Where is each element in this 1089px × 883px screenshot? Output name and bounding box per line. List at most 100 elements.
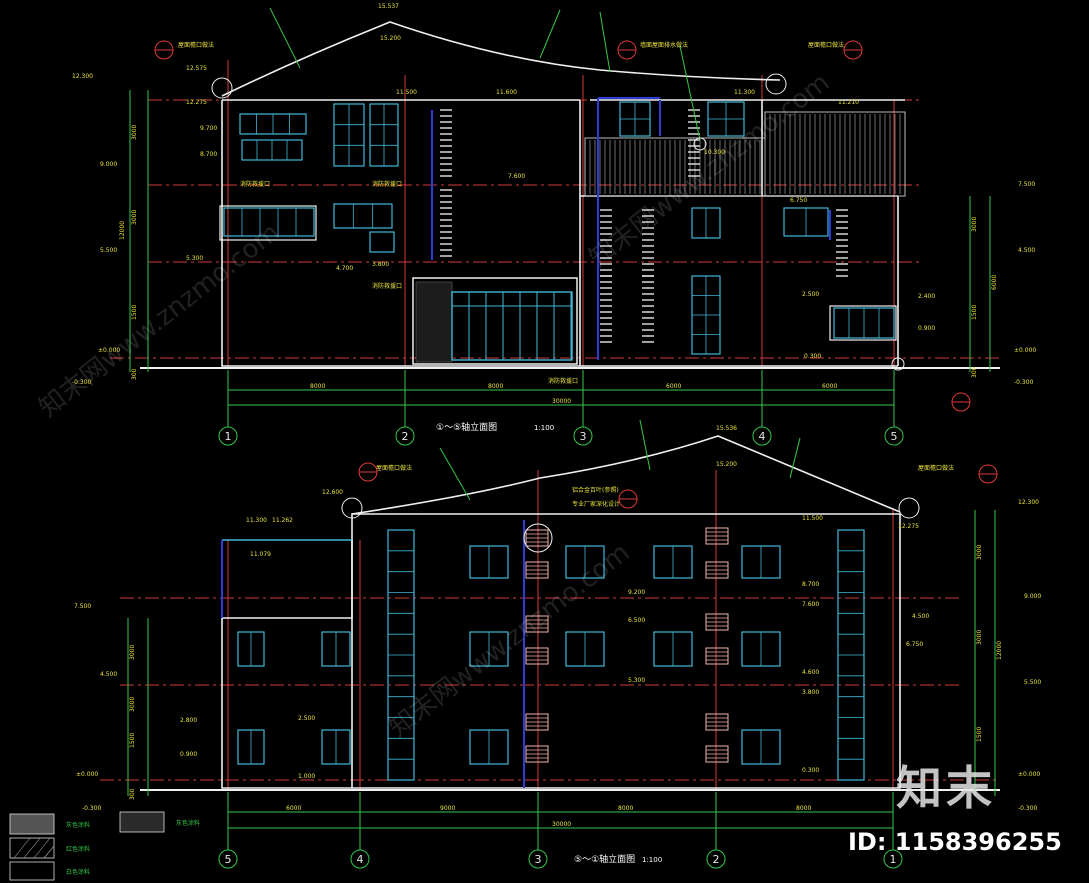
top-callout-2: 墙面屋面排水做法 <box>640 41 688 49</box>
legend-label-1: 灰色涂料 <box>66 821 90 829</box>
top-mark-12: 0.900 <box>918 325 935 332</box>
bottom-left-level-1: 7.500 <box>74 603 91 610</box>
bottom-left-level-2: 4.500 <box>100 671 117 678</box>
top-left-dim-2: 3000 <box>131 210 138 225</box>
top-louvres <box>440 109 848 343</box>
top-axis-bubble <box>752 426 772 446</box>
top-axis-label: 5 <box>891 430 898 443</box>
bottom-mark-4: 11.300 <box>246 517 267 524</box>
bottom-callout-4: 屋面檐口做法 <box>918 464 954 472</box>
bottom-left-dim-4: 300 <box>129 788 136 800</box>
top-axis-bubble <box>395 426 415 446</box>
callout-balloons <box>154 40 998 553</box>
drawing-id: ID: 1158396255 <box>848 828 1062 856</box>
bottom-span-1: 6000 <box>286 805 301 812</box>
top-left-level-5: -0.300 <box>72 379 92 386</box>
bottom-mark-14: 2.500 <box>298 715 315 722</box>
top-left-level-2: 9.000 <box>100 161 117 168</box>
bottom-mark-6: 11.079 <box>250 551 271 558</box>
top-scale: 1:100 <box>534 424 554 432</box>
bottom-mark-13: 3.800 <box>802 689 819 696</box>
top-mark-1: 12.575 <box>186 65 207 72</box>
bottom-left-level-4: -0.300 <box>82 805 102 812</box>
bottom-axis-bubble <box>528 849 548 869</box>
top-axis-label: 3 <box>580 430 587 443</box>
top-ridge-level-1: 15.537 <box>378 3 399 10</box>
bottom-mark-5: 11.262 <box>272 517 293 524</box>
top-mark-13: 0.300 <box>804 353 821 360</box>
top-mark-10: 3.800 <box>372 261 389 268</box>
top-span-4: 6000 <box>822 383 837 390</box>
top-mark-14: 6.750 <box>790 197 807 204</box>
bottom-right-level-5: -0.300 <box>1018 805 1038 812</box>
top-ridge-level-2: 15.200 <box>380 35 401 42</box>
bottom-building-outline <box>140 435 1000 791</box>
legend-swatch-grey-2 <box>119 811 165 833</box>
top-axis-label: 4 <box>759 430 766 443</box>
bottom-right-level-2: 9.000 <box>1024 593 1041 600</box>
top-left-dim-4: 300 <box>131 368 138 380</box>
top-callout-1: 屋面檐口做法 <box>178 41 214 49</box>
top-mark-9: 4.700 <box>336 265 353 272</box>
top-left-level-4: ±0.000 <box>98 347 120 354</box>
top-note-1: 消防救援口 <box>240 180 270 188</box>
bottom-right-level-1: 12.300 <box>1018 499 1039 506</box>
bottom-axis-label: 2 <box>713 853 720 866</box>
bottom-axis-bubble <box>883 849 903 869</box>
top-right-dim-2: 1500 <box>971 305 978 320</box>
top-window <box>223 207 315 237</box>
top-axis-label: 1 <box>225 430 232 443</box>
top-span-1: 8000 <box>310 383 325 390</box>
bottom-vents <box>525 527 729 763</box>
bottom-right-level-3: 5.500 <box>1024 679 1041 686</box>
bottom-mark-18: 2.800 <box>180 717 197 724</box>
legend-swatch-red <box>9 837 55 859</box>
top-mark-11: 2.500 <box>802 291 819 298</box>
bottom-mark-1: 12.600 <box>322 489 343 496</box>
bottom-right-dim-2: 3000 <box>976 630 983 645</box>
bottom-mark-9: 7.600 <box>802 601 819 608</box>
bottom-title: ⑤～①轴立面图 <box>574 853 635 865</box>
bottom-scale: 1:100 <box>642 856 662 864</box>
top-total: 30000 <box>552 398 571 405</box>
bottom-left-level-3: ±0.000 <box>76 771 98 778</box>
bottom-axis-bubble <box>706 849 726 869</box>
bottom-mark-12: 4.600 <box>802 669 819 676</box>
bottom-callout-1: 屋面檐口做法 <box>376 464 412 472</box>
top-left-level-1: 12.300 <box>72 73 93 80</box>
bottom-windows <box>237 529 865 781</box>
top-axis-bubble <box>218 426 238 446</box>
top-mark-4: 11.600 <box>496 89 517 96</box>
legend-hatch <box>13 837 55 859</box>
top-left-dim-1: 3000 <box>131 125 138 140</box>
top-note-3: 消防救援口 <box>372 282 402 290</box>
bottom-ridge-level-2: 15.200 <box>716 461 737 468</box>
legend-swatch-white <box>9 861 55 881</box>
bottom-axis-bubble <box>218 849 238 869</box>
bottom-callout-2: 铝合金百叶(参照) <box>572 486 619 494</box>
top-roof-stripes <box>589 114 901 194</box>
bottom-total: 30000 <box>552 821 571 828</box>
bottom-axis-label: 3 <box>535 853 542 866</box>
bottom-right-dim-1: 3000 <box>976 545 983 560</box>
top-note-2: 消防救援口 <box>372 180 402 188</box>
top-mark-2: 12.275 <box>186 99 207 106</box>
bottom-ridge-level-1: 15.536 <box>716 425 737 432</box>
bottom-axis-label: 4 <box>357 853 364 866</box>
bottom-mark-19: 6.750 <box>906 641 923 648</box>
bottom-left-dim-2: 3000 <box>129 697 136 712</box>
top-mark-15: 11.210 <box>838 99 859 106</box>
top-right-level-2: 4.500 <box>1018 247 1035 254</box>
bottom-span-4: 8000 <box>796 805 811 812</box>
bottom-mark-8: 9.200 <box>628 589 645 596</box>
top-dimension-lines <box>129 7 991 428</box>
bottom-axis-bubble <box>350 849 370 869</box>
bottom-axis-label: 1 <box>890 853 897 866</box>
top-left-level-3: 5.500 <box>100 247 117 254</box>
bottom-span-3: 8000 <box>618 805 633 812</box>
top-mark-7: 7.600 <box>508 173 525 180</box>
bottom-right-dim-3: 1500 <box>976 727 983 742</box>
top-mark-16: 11.300 <box>734 89 755 96</box>
